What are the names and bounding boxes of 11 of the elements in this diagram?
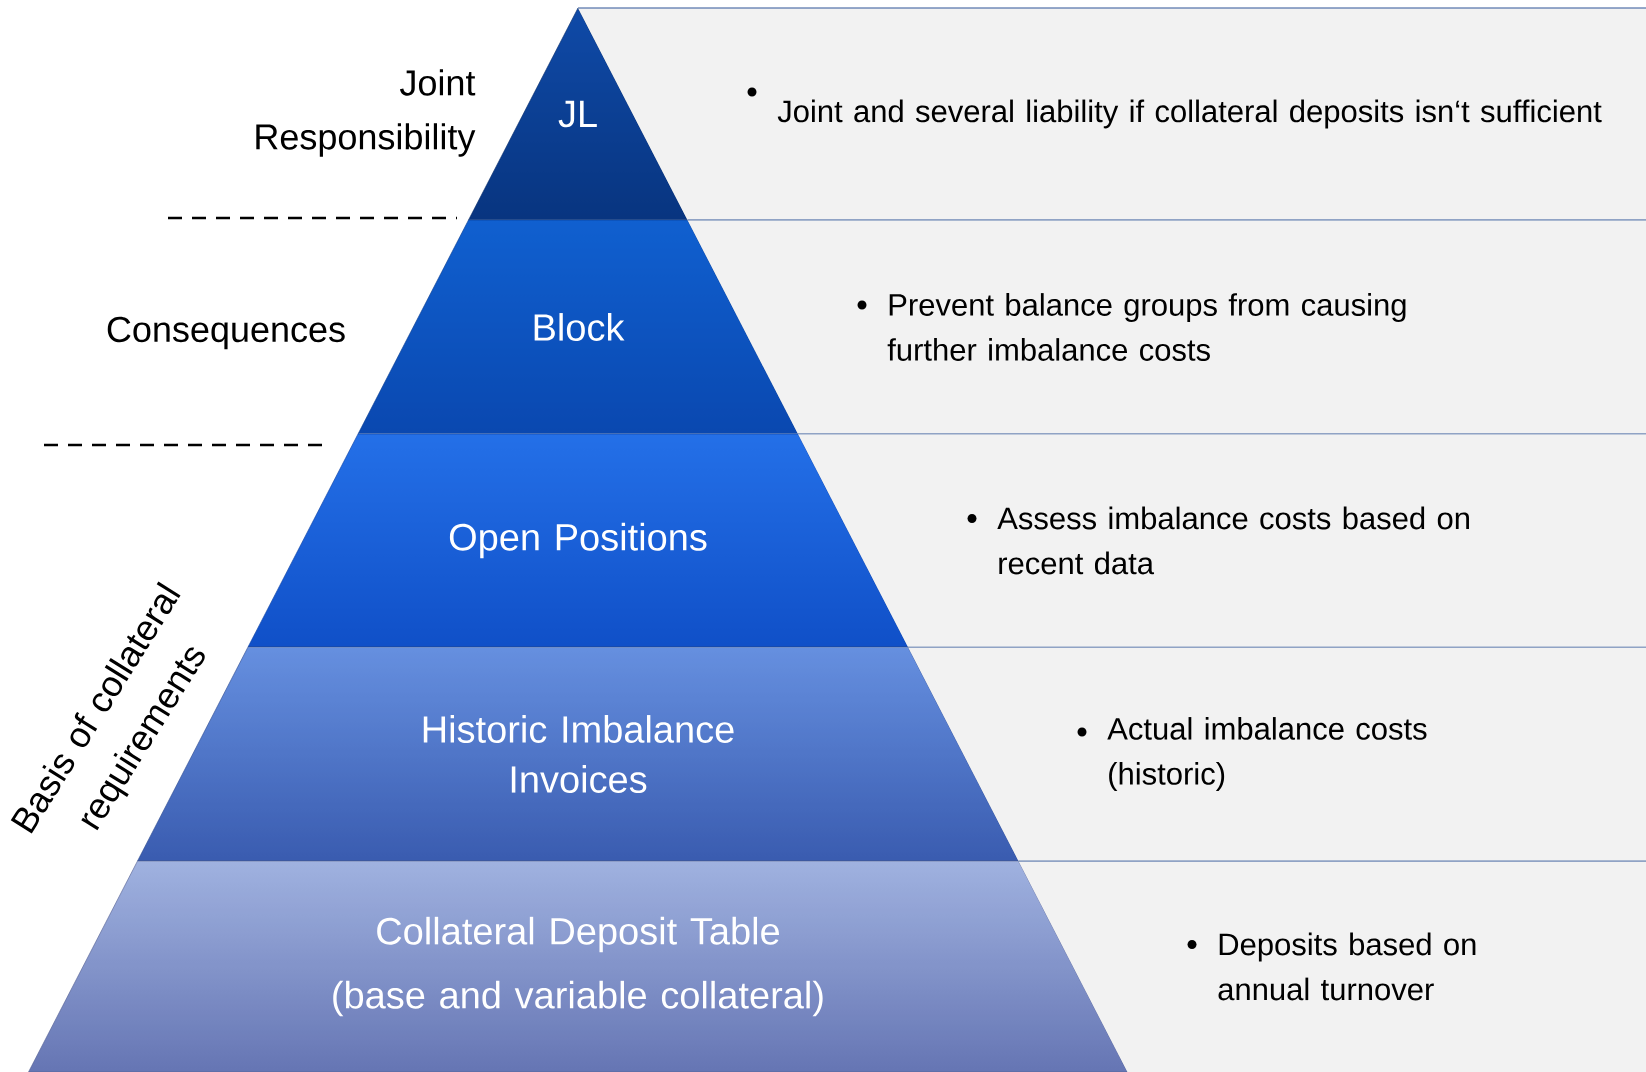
node-label: Prevent balance groups from causing further imbalance costs: [887, 293, 1406, 361]
node-label: Actual imbalance costs (historic): [1107, 717, 1427, 791]
pyramid-level: Open Positions: [247, 433, 909, 648]
description-band: Prevent balance groups from causing further imbalance costs: [687, 219, 1646, 434]
description-band: Assess imbalance costs based on recent data: [797, 433, 1646, 647]
description-band: Deposits based on annual turnover: [1018, 860, 1646, 1072]
node-label: Joint and several liability if collateral deposits isn‘t sufficient: [777, 99, 1602, 129]
pyramid-level: Collateral Deposit Table (base and variable collateral): [28, 860, 1128, 1072]
description-band: Actual imbalance costs (historic): [907, 646, 1646, 861]
node-label: Assess imbalance costs based on recent data: [997, 506, 1469, 575]
side-label: Consequences: [107, 316, 345, 350]
